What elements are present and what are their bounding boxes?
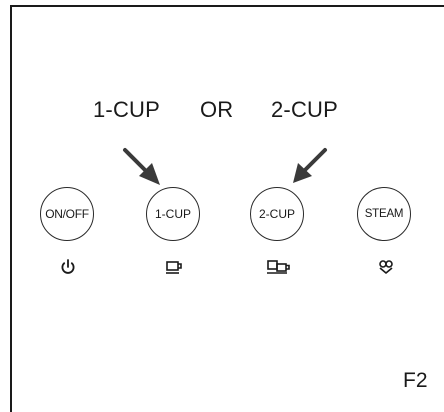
two-cup-button[interactable]: 2-CUP <box>250 187 304 241</box>
one-cup-button[interactable]: 1-CUP <box>146 187 200 241</box>
option-or-label: OR <box>200 97 234 122</box>
power-icon <box>58 258 78 276</box>
panel-frame <box>10 5 444 412</box>
steam-button-label: STEAM <box>364 208 404 220</box>
single-cup-icon <box>164 258 184 276</box>
arrow-to-1cup-button <box>123 148 160 185</box>
arrow-to-2cup-button <box>293 148 327 183</box>
double-cup-icon <box>266 258 290 276</box>
option-1cup-label: 1-CUP <box>93 97 161 122</box>
one-cup-button-label: 1-CUP <box>154 207 191 221</box>
onoff-button[interactable]: ON/OFF <box>40 187 94 241</box>
steam-button[interactable]: STEAM <box>357 187 411 241</box>
onoff-button-label: ON/OFF <box>45 207 89 221</box>
steam-icon <box>376 258 396 276</box>
two-cup-button-label: 2-CUP <box>258 207 295 221</box>
option-2cup-label: 2-CUP <box>271 97 339 122</box>
figure-label: F2 <box>403 369 428 392</box>
